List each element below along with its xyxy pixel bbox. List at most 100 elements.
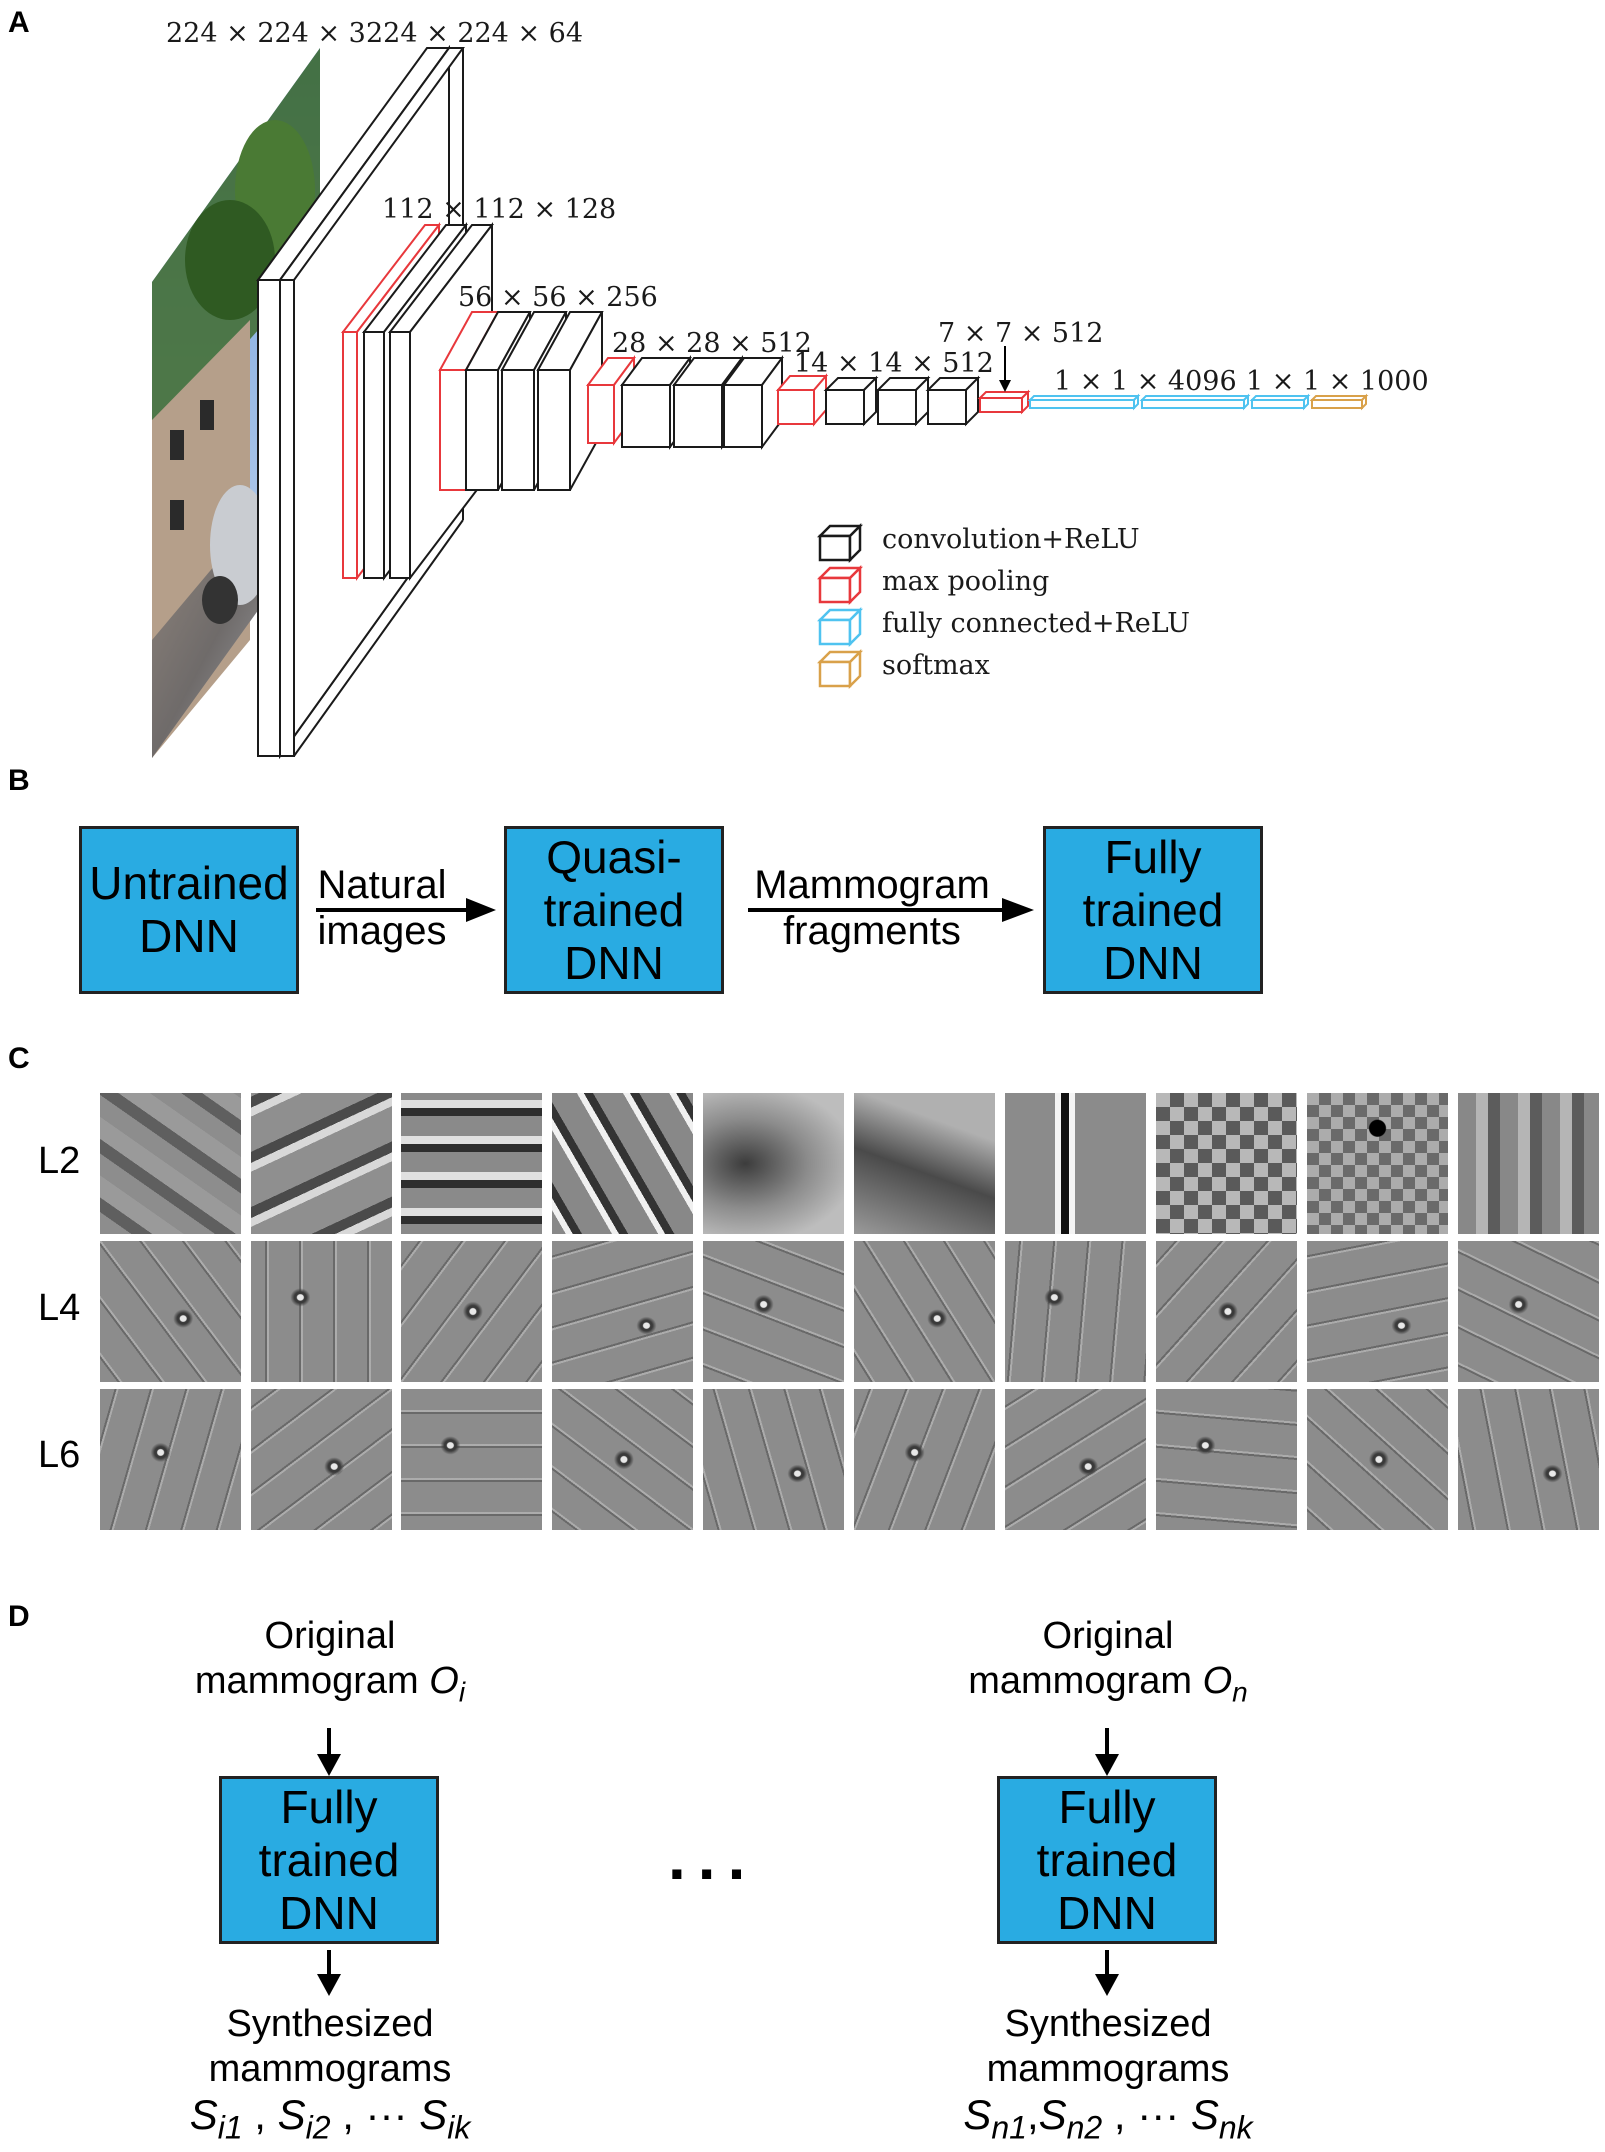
legend-label-softmax: softmax <box>882 650 990 681</box>
legend-cube-fc-icon <box>816 606 864 648</box>
legend-label-fc: fully connected+ReLU <box>882 608 1190 639</box>
box-line: trained <box>543 883 685 936</box>
box-line: Fully <box>280 1780 378 1833</box>
feature-tile <box>1458 1389 1599 1530</box>
conv5-block <box>775 373 981 427</box>
box-line: trained <box>1036 1833 1178 1886</box>
label-line: Synthesized <box>226 2003 434 2045</box>
label-line: Original <box>264 1615 396 1657</box>
box-line: DNN <box>1103 936 1203 989</box>
term-sub: n2 <box>1066 2109 1103 2146</box>
dim-label-input: 224 × 224 × 3 <box>166 18 366 49</box>
legend: convolution+ReLU max pooling fully conne… <box>816 522 1190 690</box>
feature-tile <box>1307 1389 1448 1530</box>
legend-label-pool: max pooling <box>882 566 1049 597</box>
panel-label-d: D <box>8 1600 30 1633</box>
box-line: trained <box>258 1833 400 1886</box>
arrow-label-line: images <box>317 909 447 953</box>
term-sub: i1 <box>217 2109 243 2146</box>
box-line: DNN <box>564 936 664 989</box>
conv4-block <box>586 354 784 451</box>
feature-tile <box>251 1241 392 1382</box>
term-sub: n1 <box>991 2109 1027 2146</box>
dim-label-conv3: 56 × 56 × 256 <box>458 282 658 313</box>
term-s: S <box>1038 2091 1067 2138</box>
box-line: Fully <box>1058 1780 1156 1833</box>
arrow-label-line: Natural <box>317 863 447 907</box>
box-line: Untrained <box>89 857 289 909</box>
feature-tile <box>1156 1241 1297 1382</box>
label-line: Synthesized <box>1004 2003 1212 2045</box>
softmax-block <box>1309 393 1369 411</box>
feature-tile <box>100 1241 241 1382</box>
feature-tile <box>401 1389 542 1530</box>
symbol-o: O <box>1202 1660 1233 1702</box>
subscript-n: n <box>1232 1676 1248 1708</box>
feature-tile <box>1156 1389 1297 1530</box>
box-line: DNN <box>279 1886 379 1939</box>
panel-label-b: B <box>8 764 30 797</box>
term-s: S <box>419 2091 448 2138</box>
term-sub: i2 <box>305 2109 331 2146</box>
feature-tile <box>854 1241 995 1382</box>
feature-tile <box>1005 1241 1146 1382</box>
legend-label-conv: convolution+ReLU <box>882 524 1140 555</box>
feature-tile <box>854 1389 995 1530</box>
box-line: trained <box>1082 883 1224 936</box>
dim-label-conv4: 28 × 28 × 512 <box>612 328 812 359</box>
term-s: S <box>1190 2091 1219 2138</box>
label-line: Original <box>1042 1615 1174 1657</box>
dim-label-conv5: 14 × 14 × 512 <box>794 348 994 379</box>
dim-label-fc3: 1 × 1 × 1000 <box>1246 366 1429 397</box>
feature-tile <box>552 1241 693 1382</box>
feature-tile <box>1005 1093 1146 1234</box>
feature-tile <box>1307 1241 1448 1382</box>
feature-tile <box>1458 1241 1599 1382</box>
label-line: mammogram <box>194 1660 419 1702</box>
feature-tile <box>703 1093 844 1234</box>
arrow-label-line: fragments <box>783 909 961 953</box>
mammogram-fragments-label: Mammogram fragments <box>744 862 1000 954</box>
term-sub: nk <box>1218 2109 1253 2146</box>
dim-label-fc1: 1 × 1 × 4096 <box>1054 366 1237 397</box>
feature-tile <box>251 1093 392 1234</box>
panel-label-a: A <box>8 6 30 39</box>
row-label-l2: L2 <box>38 1140 81 1182</box>
term-s: S <box>189 2091 218 2138</box>
feature-tile <box>552 1093 693 1234</box>
label-line: mammogram <box>968 1660 1193 1702</box>
conv3-block <box>438 311 604 491</box>
panel-label-c: C <box>8 1042 30 1075</box>
legend-cube-softmax-icon <box>816 648 864 690</box>
original-mammogram-label-left: Original mammogram Oi <box>150 1614 510 1715</box>
feature-tile <box>1005 1389 1146 1530</box>
arrow-label-line: Mammogram <box>754 863 990 907</box>
pool5-block <box>977 389 1031 415</box>
panel-b-arrows <box>316 898 1034 922</box>
subscript-i: i <box>458 1676 466 1708</box>
box-line: DNN <box>139 910 239 962</box>
feature-tile <box>401 1093 542 1234</box>
box-line: Fully <box>1104 830 1202 883</box>
symbol-o: O <box>429 1660 459 1702</box>
vgg-architecture-diagram: 224 × 224 × 3 224 × 224 × 64 112 × 112 ×… <box>152 18 1429 760</box>
term-s: S <box>277 2091 306 2138</box>
row-label-l4: L4 <box>38 1287 81 1329</box>
feature-tile <box>401 1241 542 1382</box>
dim-label-pool5: 7 × 7 × 512 <box>938 318 1103 349</box>
box-line: Quasi- <box>546 830 682 883</box>
feature-tile <box>251 1389 392 1530</box>
synthesized-mammograms-label-left: Synthesized mammograms Si1 , Si2 , ··· S… <box>130 2002 530 2150</box>
box-line: DNN <box>1057 1886 1157 1939</box>
feature-tile <box>703 1241 844 1382</box>
panel-d-arrows <box>317 1728 1119 1996</box>
feature-tile <box>1307 1093 1448 1234</box>
original-mammogram-label-right: Original mammogram On <box>928 1614 1288 1715</box>
feature-tile <box>100 1093 241 1234</box>
term-sub: ik <box>447 2109 471 2146</box>
feature-tile <box>1458 1093 1599 1234</box>
